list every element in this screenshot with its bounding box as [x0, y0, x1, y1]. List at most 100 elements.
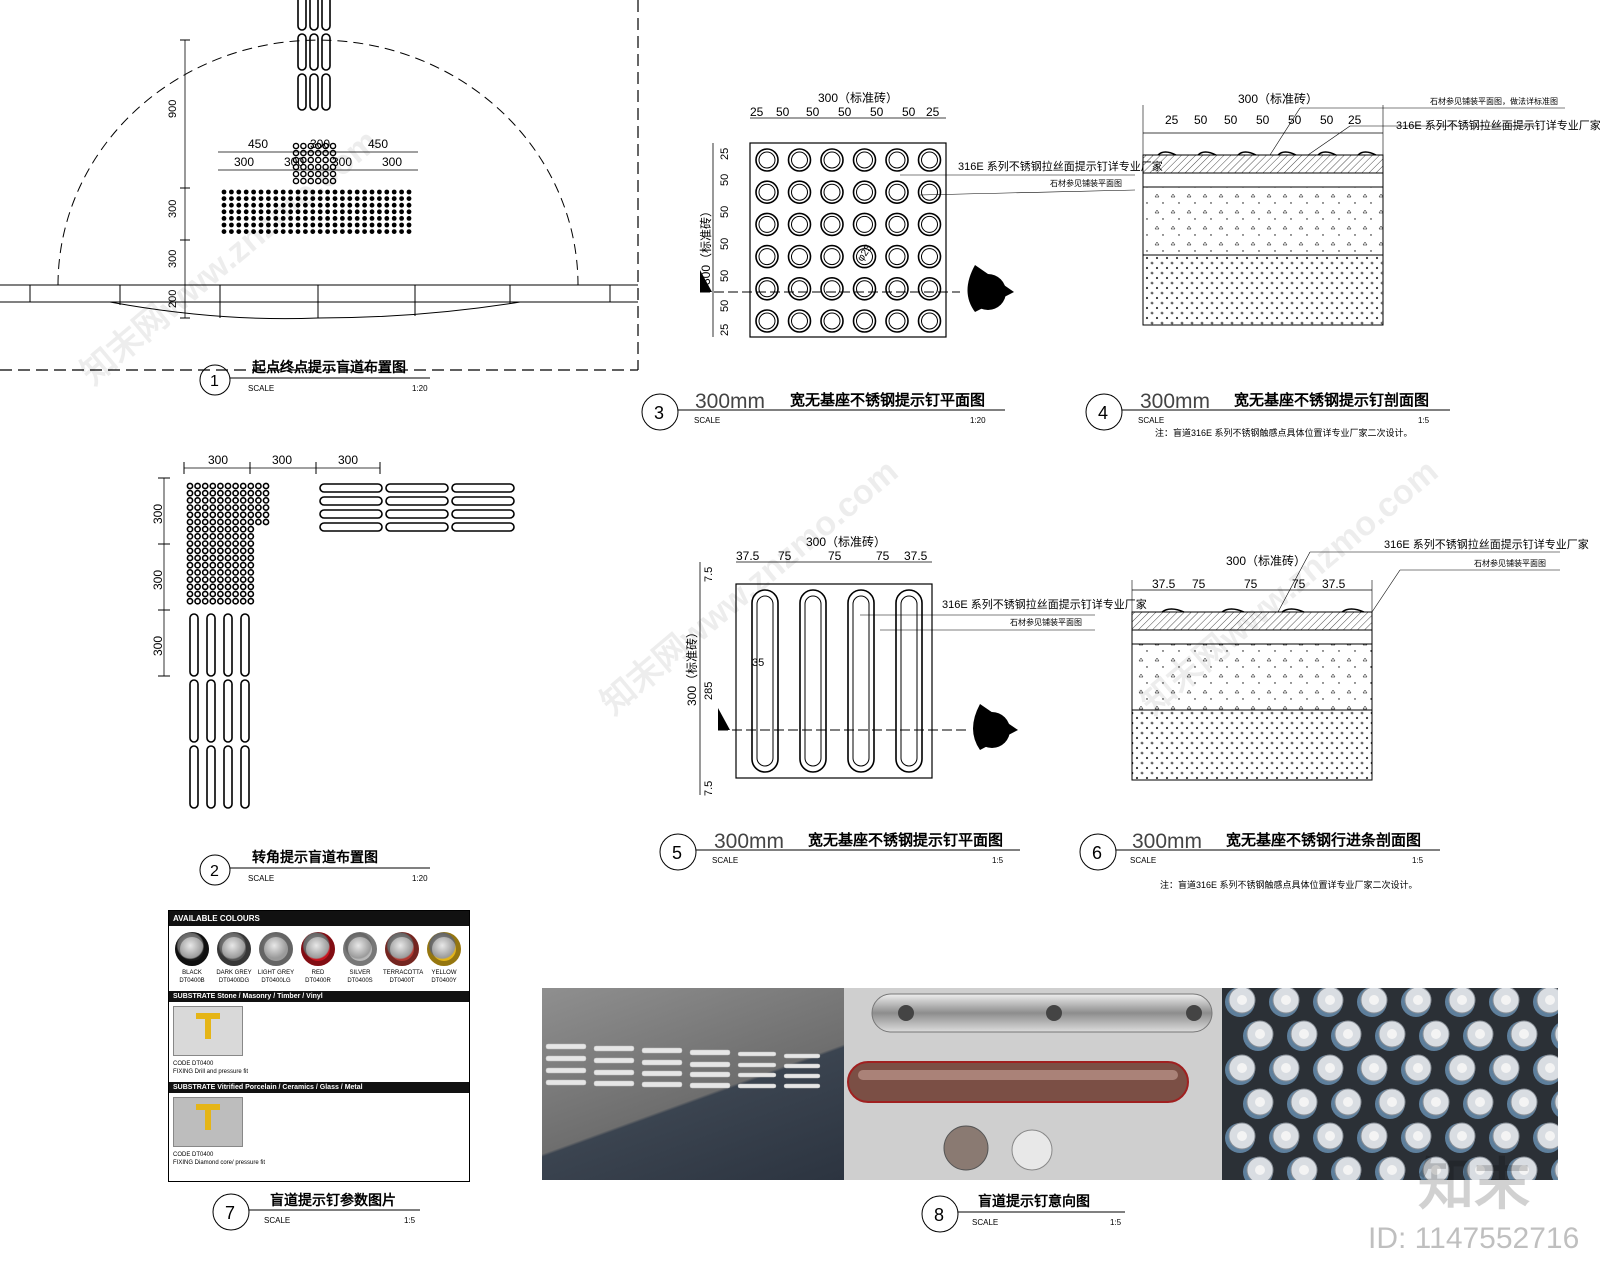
warning-dot [258, 189, 264, 195]
stud-inner [856, 215, 873, 233]
stud-highlight [1457, 1131, 1467, 1141]
warning-dot [295, 216, 301, 221]
warning-dot [221, 196, 227, 202]
warning-dot [262, 518, 270, 526]
warning-dot [247, 533, 255, 540]
d7-title: 盲道提示钉参数图片 [270, 1192, 396, 1208]
warning-dot [332, 209, 338, 215]
warning-dot [347, 196, 353, 202]
d5-dim-3: 75 [876, 549, 890, 563]
warning-dot [369, 189, 375, 195]
guide-bar [309, 33, 319, 71]
warning-dot [239, 547, 247, 555]
warning-dot [332, 216, 338, 221]
warning-dot [377, 222, 382, 228]
warning-dot [186, 496, 194, 504]
stud-outer [755, 212, 779, 237]
d5-dim-left-2: 7.5 [703, 781, 715, 796]
stud-highlight [1413, 995, 1423, 1005]
warning-dot [310, 222, 316, 228]
swatch-code: DT0400S [347, 978, 373, 984]
d3-dim-left-total: 300（标准砖） [698, 205, 713, 285]
warning-dot [332, 222, 338, 228]
warning-dot [347, 229, 353, 235]
warning-dot [362, 209, 367, 215]
swatch-code: DT0400Y [431, 978, 457, 984]
warning-dot [216, 533, 224, 540]
warning-dot [340, 202, 345, 208]
stud-inner [921, 280, 938, 298]
warning-dot [266, 196, 271, 202]
warning-dot [399, 209, 404, 215]
d4-dim-total: 300（标准砖） [1238, 91, 1318, 106]
warning-dot [209, 540, 217, 547]
stud-outer [917, 244, 942, 269]
drawing-5-plan [699, 561, 1095, 795]
warning-dot [247, 597, 255, 605]
warning-dot [314, 149, 322, 157]
d5-dims: 37.5 75 75 75 37.5 [736, 549, 928, 563]
warning-dot [201, 511, 209, 519]
guide-bar [385, 522, 449, 532]
warning-dot [307, 163, 315, 171]
d5-scale-label: SCALE [712, 856, 738, 865]
warning-dot [186, 597, 194, 605]
swatch-circle [301, 932, 335, 966]
drawing-8-title-block: 8 盲道提示钉意向图 SCALE 1:5 [921, 1193, 1125, 1233]
guide-bar [451, 509, 515, 519]
warning-dot [340, 196, 345, 202]
stud-inner [791, 215, 808, 233]
guide-bar [206, 613, 216, 677]
stud-outer [820, 244, 844, 269]
stud-highlight [1413, 1131, 1423, 1141]
colour-chart-header: AVAILABLE COLOURS [169, 911, 469, 926]
warning-dot [229, 196, 234, 202]
d4-number: 4 [1098, 403, 1108, 423]
stud-outer [852, 148, 877, 172]
stud-highlight [1255, 1029, 1265, 1039]
warning-dot [201, 496, 209, 504]
stud-outer [917, 309, 942, 333]
warning-dot [216, 482, 224, 490]
warning-dot [300, 163, 307, 171]
stud-outer [755, 276, 779, 301]
warning-dot [384, 216, 390, 221]
warning-dot [232, 518, 239, 526]
d5-number: 5 [672, 843, 682, 863]
stud-outer [917, 212, 942, 237]
stud-top [1554, 1092, 1558, 1112]
warning-dot [377, 229, 382, 235]
warning-dot [224, 525, 232, 533]
swatch-name: SILVER [349, 970, 371, 976]
d6-callout-1: 316E 系列不锈钢拉丝面提示钉详专业厂家 [1384, 537, 1589, 551]
stud-outer [820, 212, 844, 237]
swatch-code: DT0400DG [218, 978, 250, 984]
warning-dot [322, 149, 329, 157]
warning-dot [258, 202, 264, 208]
warning-dot [232, 489, 239, 497]
guide-bar [319, 509, 383, 519]
warning-dot [354, 216, 360, 221]
warning-dot [186, 525, 194, 533]
warning-dot [186, 540, 194, 547]
d4-dim-0: 25 [1165, 113, 1179, 127]
warning-dot [317, 222, 323, 228]
d5-dim-left-total: 300（标准砖） [684, 626, 699, 706]
warning-dot [194, 561, 201, 569]
warning-dot [224, 590, 232, 598]
d4-dim-5: 50 [1320, 113, 1334, 127]
warning-dot [406, 209, 412, 215]
warning-dot [186, 511, 194, 519]
d6-note: 注：盲道316E 系列不锈钢触感点具体位置详专业厂家二次设计。 [1160, 879, 1418, 890]
d4-dim-2: 50 [1224, 113, 1238, 127]
guide-bar [223, 613, 233, 677]
warning-dot [209, 547, 217, 555]
warning-dot [266, 202, 271, 208]
warning-dot [310, 209, 316, 215]
warning-dot [292, 177, 300, 185]
warning-dot [300, 170, 307, 178]
warning-dot [201, 561, 209, 569]
warning-dot [221, 209, 227, 215]
